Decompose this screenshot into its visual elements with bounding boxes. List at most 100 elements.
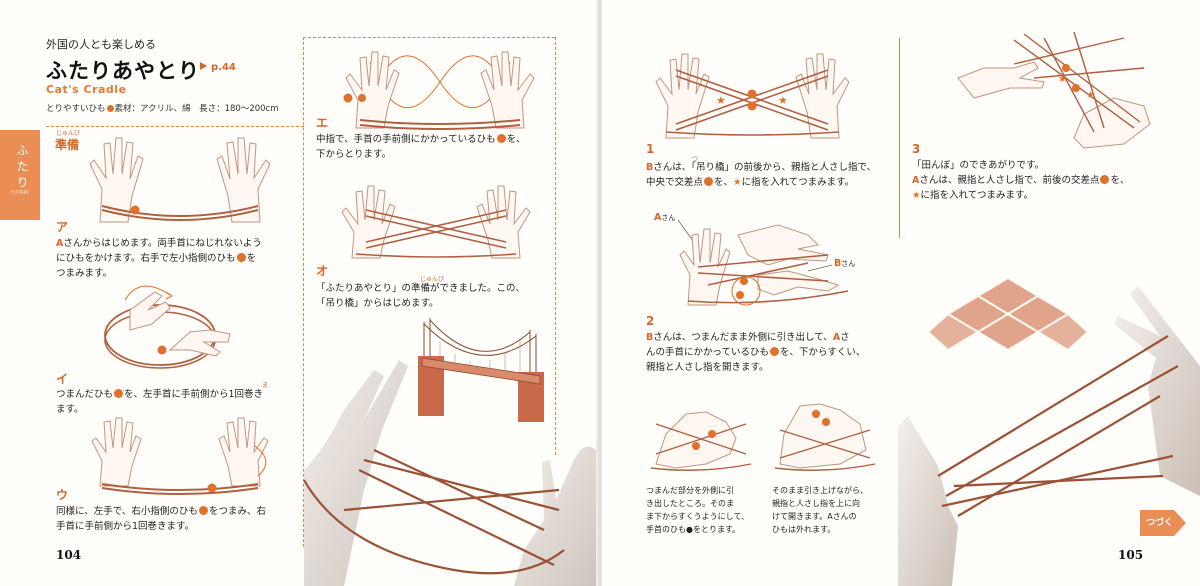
triangle-right-icon	[200, 62, 207, 70]
letter-a: A	[654, 212, 662, 223]
text-span: に指を入れてつまみます。	[741, 177, 855, 188]
dashed-divider	[46, 126, 304, 127]
step-1-ruby: つ	[692, 156, 699, 163]
letter-b: B	[646, 332, 654, 343]
text-span: さんは、「吊り橋」の前後から、親指と人さし指で、	[653, 162, 877, 173]
caption-right: そのまま引き上げながら、 親指と人さし指を上に向 けて開きます。Aさんの ひもは…	[772, 484, 892, 536]
text-span: に指を入れてつまみます。	[920, 190, 1034, 201]
text-span: さんは、親指と人さし指で、前後の交差点	[919, 175, 1100, 186]
photo-hands-string	[303, 360, 596, 586]
step-1-text: Bさんは、「吊り橋」の前後から、親指と人さし指で、 中央で交差点を、★に指を入れ…	[646, 160, 896, 190]
text-span: 中指で、手首の手前側にかかっているひも	[316, 134, 496, 145]
text-line: 手首のひも●をとります。	[646, 525, 741, 534]
text-span: を、	[1110, 175, 1130, 186]
materials-prefix: とりやすいひも	[46, 104, 106, 114]
text-span: 同様に、左手で、右小指側のひも	[56, 506, 198, 517]
page-reference-text: p.44	[211, 62, 236, 73]
illustration-step-2a	[650, 411, 752, 471]
side-tab-label: ふたり	[15, 144, 29, 192]
svg-text:★: ★	[1086, 90, 1095, 101]
orange-dot-icon	[1100, 175, 1110, 184]
text-line: ひもは外れます。	[772, 525, 836, 534]
svg-text:★: ★	[716, 94, 726, 107]
next-page-label[interactable]: つづく	[1146, 518, 1174, 528]
letter-a: A	[832, 332, 841, 343]
text-span: さん	[841, 260, 856, 268]
step-o-label: オ	[316, 264, 329, 278]
rice-field-illustration	[926, 276, 1090, 352]
text-span: 下からとります。	[316, 149, 392, 160]
illustration-step-3: ★ ★	[957, 31, 1151, 149]
text-line: そのまま引き上げながら、	[772, 486, 868, 495]
step-2-text: Bさんは、つまんだまま外側に引き出して、Aさ んの手首にかかっているひもを、下か…	[646, 330, 896, 375]
next-page-arrow-icon	[1140, 510, 1186, 536]
callout-a-san: Aさん	[654, 210, 675, 226]
step-u-text: 同様に、左手で、右小指側のひもをつまみ、右 手首に手前側から1回巻きます。	[56, 504, 296, 534]
text-span: 手首に手前側から1回巻きます。	[56, 521, 195, 532]
text-span: を	[246, 253, 257, 264]
orange-dot-icon	[770, 347, 780, 356]
orange-dot-icon	[114, 389, 124, 398]
photo-hands-string-right	[898, 286, 1200, 586]
text-span: 「田んぼ」のできあがりです。	[912, 160, 1045, 171]
step-3-label: 3	[912, 142, 921, 156]
orange-dot-icon	[496, 134, 506, 143]
illustration-hands-u	[91, 417, 269, 495]
text-span: を、左手首に手前側から1回巻き	[124, 389, 264, 400]
illustration-step-1: ★ ★	[655, 53, 850, 139]
page-number-right: 105	[1118, 548, 1144, 562]
text-span: にひもをかけます。右手で左小指側のひも	[56, 253, 236, 264]
illustration-hands-a	[89, 137, 271, 223]
text-line: けて開きます。Aさんの	[772, 512, 857, 521]
junbi-label: 準備	[55, 138, 80, 152]
page-number-left: 104	[56, 548, 82, 562]
caption-left: つまんだ部分を外側に引 き出したところ。そのま ま下からすくうようにして、 手首…	[646, 484, 766, 536]
step-e-label: エ	[316, 116, 329, 130]
step-a-label: ア	[56, 220, 69, 234]
suspension-bridge-illustration	[418, 318, 544, 422]
text-span: 「ふたりあやとり」の準備ができました。この、	[316, 283, 526, 294]
illustration-hands-e	[343, 51, 535, 130]
page-reference-link[interactable]: p.44	[200, 62, 236, 73]
orange-dot-icon	[106, 105, 114, 112]
dashed-divider	[303, 37, 304, 547]
materials-line: とりやすいひも素材：アクリル、綿 長さ：180〜200cm	[46, 102, 279, 114]
step-o-ruby: じゅんび	[420, 276, 445, 283]
text-span: さんからはじめます。両手首にねじれないよう	[63, 238, 262, 249]
step-i-text: つまんだひもを、左手首に手前側から1回巻き ます。	[56, 387, 296, 417]
text-line: ま下からすくうようにして、	[646, 512, 750, 521]
left-page: 外国の人とも楽しめる ふたりあやとり p.44 Cat's Cradle とりや…	[0, 0, 598, 586]
letter-b: B	[646, 162, 654, 173]
vertical-divider	[899, 38, 900, 238]
text-line: き出したところ。そのま	[646, 499, 734, 508]
text-line: つまんだ部分を外側に引	[646, 486, 734, 495]
subtitle: 外国の人とも楽しめる	[46, 38, 156, 51]
text-span: 「吊り橋」からはじめます。	[316, 298, 439, 309]
text-span: つまみます。	[56, 268, 113, 279]
step-2-label: 2	[646, 314, 655, 328]
orange-dot-icon	[704, 177, 714, 186]
text-span: を、	[714, 177, 734, 188]
junbi-ruby: じゅんび	[56, 130, 81, 137]
materials-text: 素材：アクリル、綿 長さ：180〜200cm	[114, 104, 279, 114]
text-span: ます。	[56, 404, 84, 415]
step-e-text: 中指で、手首の手前側にかかっているひもを、 下からとります。	[316, 132, 552, 162]
svg-text:★: ★	[1058, 74, 1067, 85]
step-a-text: Aさんからはじめます。両手首にねじれないよう にひもをかけます。右手で左小指側の…	[56, 236, 296, 281]
step-1-label: 1	[646, 142, 655, 156]
letter-b: B	[834, 258, 842, 269]
side-tab: ふたり FUTARI	[0, 130, 40, 220]
right-page: ★ ★ 1 つ Bさんは、「吊り橋」の前後から、親指と人さし指で、 中央で交差点…	[602, 0, 1200, 586]
side-tab-small: FUTARI	[11, 190, 29, 196]
text-span: つまんだひも	[56, 389, 114, 400]
text-span: さん	[661, 214, 676, 222]
step-o-text: 「ふたりあやとり」の準備ができました。この、 「吊り橋」からはじめます。	[316, 281, 552, 311]
english-title: Cat's Cradle	[46, 83, 127, 96]
step-i-ruby: ま	[262, 382, 269, 389]
orange-dot-icon	[236, 253, 246, 262]
illustration-hands-i	[104, 285, 231, 369]
text-span: さ	[840, 332, 850, 343]
text-span: をつまみ、右	[208, 506, 266, 517]
star-icon: ★	[733, 177, 742, 188]
